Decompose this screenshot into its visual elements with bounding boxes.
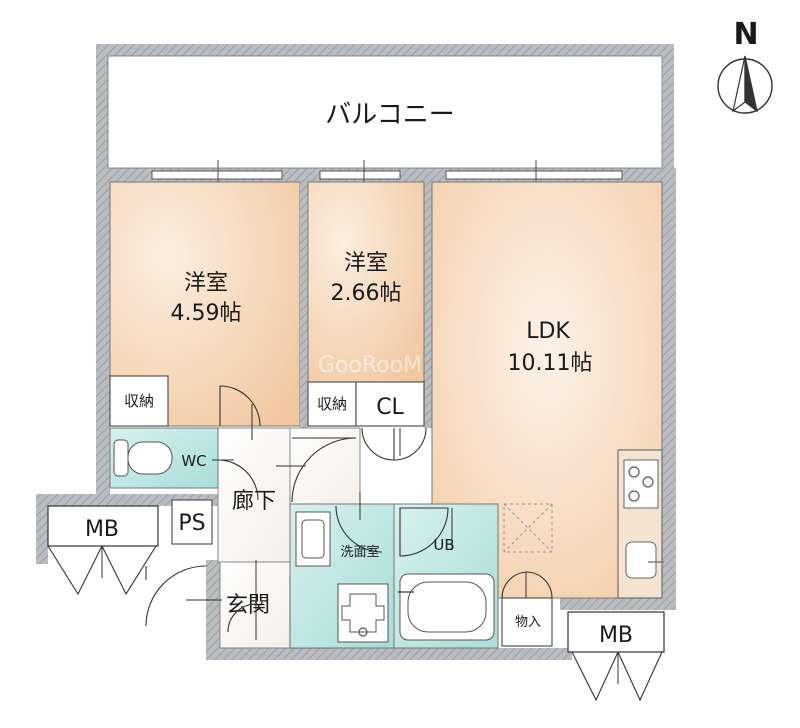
toilet-bowl xyxy=(127,441,173,475)
storage-1-label: 収納 xyxy=(124,392,154,410)
toilet-tank xyxy=(113,439,129,477)
balcony-label: バルコニー xyxy=(325,100,454,130)
storage-2-label: 収納 xyxy=(317,395,347,413)
entrance: 玄関 xyxy=(145,560,291,649)
balcony: バルコニー xyxy=(107,55,663,169)
ps-label: PS xyxy=(178,511,205,536)
small-storage: 物入 xyxy=(501,571,553,647)
storage-1 xyxy=(109,375,169,427)
closet-label: CL xyxy=(376,395,404,420)
pipe-space: PS xyxy=(171,499,213,545)
partition-wall-1 xyxy=(300,182,308,428)
washroom-label: 洗面室 xyxy=(340,544,379,560)
wc-room: WC xyxy=(109,427,259,501)
mb-right-label: MB xyxy=(599,623,633,648)
western-room-2: 洋室 2.66帖 収納 CL xyxy=(307,181,425,427)
washer-pan xyxy=(337,583,389,643)
closet-doors xyxy=(361,427,427,461)
hallway-label: 廊下 xyxy=(232,489,276,514)
small-storage-label: 物入 xyxy=(515,615,541,630)
wc-label: WC xyxy=(181,452,206,470)
western-room-1: 洋室 4.59帖 収納 xyxy=(109,181,301,427)
western-room-1-name: 洋室 xyxy=(184,271,228,296)
western-room-2-name: 洋室 xyxy=(344,251,388,276)
windows-top xyxy=(151,160,623,190)
storage-2 xyxy=(307,381,357,427)
meter-box-right: MB xyxy=(567,611,665,702)
unit-bath-label: UB xyxy=(433,536,454,554)
meter-box-left: MB xyxy=(47,505,159,596)
washroom: 洗面室 xyxy=(289,492,395,649)
ldk-size: 10.11帖 xyxy=(508,351,593,376)
north-label: N xyxy=(733,17,758,52)
watermark: GooRooM xyxy=(318,353,422,378)
western-room-2-size: 2.66帖 xyxy=(331,281,402,306)
fridge-space xyxy=(503,503,553,553)
unit-bath: UB xyxy=(393,503,499,649)
mb-left-label: MB xyxy=(85,517,119,542)
kitchen-sink xyxy=(625,541,657,579)
north-compass: N xyxy=(717,17,773,114)
bathtub xyxy=(399,573,495,641)
ldk-label: LDK xyxy=(526,319,570,344)
western-room-1-size: 4.59帖 xyxy=(171,301,242,326)
compass-needle-right xyxy=(744,55,758,113)
partition-wall-2 xyxy=(424,182,432,428)
door-western-1 xyxy=(219,385,261,440)
door-ldk xyxy=(276,437,357,503)
closet xyxy=(355,381,425,427)
